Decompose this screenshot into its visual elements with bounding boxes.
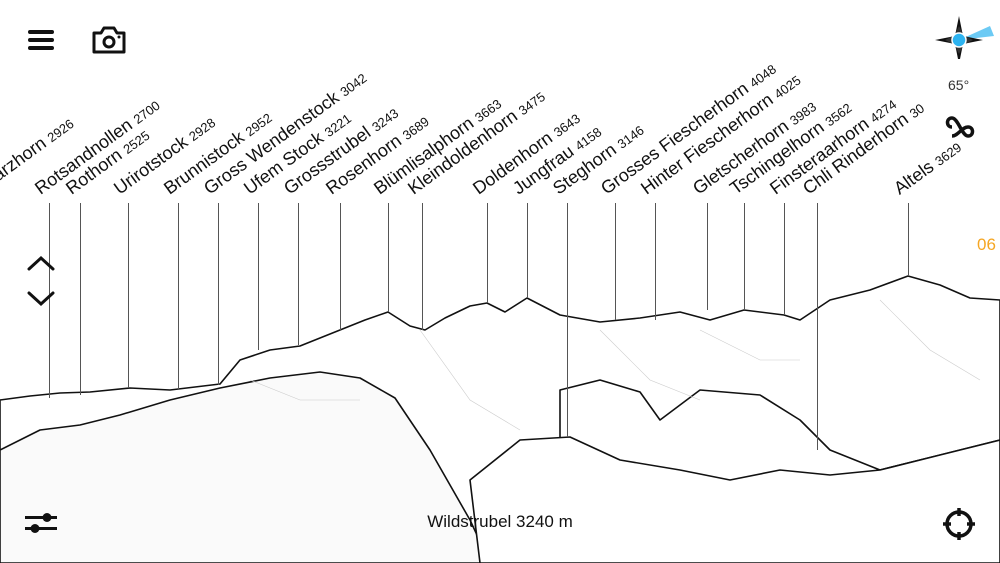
peak-marker-line [128,203,129,388]
peak-marker-line [487,203,488,303]
chevron-up-icon [27,255,55,271]
peak-marker-line [49,203,50,398]
peak-marker-line [615,203,616,320]
peak-marker-line [707,203,708,310]
peak-marker-line [655,203,656,320]
peak-marker-line [218,203,219,385]
crosshair-icon [943,508,975,540]
compass-icon [935,16,994,64]
settings-button[interactable] [25,510,57,541]
loop-icon [945,116,975,138]
camera-icon [92,26,126,54]
menu-button[interactable] [28,28,54,57]
peak-marker-line [908,203,909,276]
peak-marker-line [567,203,568,437]
locate-button[interactable] [942,507,976,546]
chevron-down-icon [27,291,55,307]
peak-marker-line [744,203,745,310]
zoom-up-button[interactable] [27,255,55,276]
orientation-button[interactable] [944,114,976,145]
peak-marker-line [817,203,818,450]
peak-marker-line [80,203,81,395]
peak-marker-line [178,203,179,390]
ridge-front [469,436,1000,563]
compass-button[interactable] [934,14,994,64]
sliders-icon [25,513,57,533]
camera-button[interactable] [91,26,127,59]
hamburger-icon [28,30,54,50]
peak-marker-line [388,203,389,312]
peak-marker-line [340,203,341,330]
peak-marker-line [527,203,528,298]
peak-marker-line [784,203,785,315]
peak-marker-line [298,203,299,345]
peak-marker-line [258,203,259,350]
sun-time-label: 06 [977,235,996,254]
selected-peak-label: Wildstrubel 3240 m [427,512,573,531]
heading-readout: 65° [948,77,970,93]
peak-marker-line [422,203,423,330]
zoom-down-button[interactable] [27,291,55,312]
